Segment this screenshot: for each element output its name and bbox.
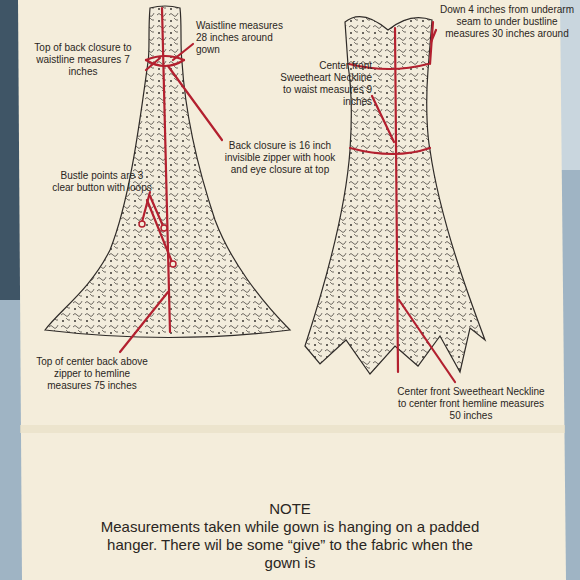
note-heading: NOTE bbox=[190, 500, 390, 518]
measurement-note: Top of back closure to waistline measure… bbox=[22, 42, 144, 78]
paper-fold bbox=[20, 425, 565, 433]
paper-sheet bbox=[18, 0, 566, 580]
dark-edge bbox=[0, 0, 20, 300]
measurement-note: Bustle points are 3 clear button with lo… bbox=[52, 170, 152, 194]
measurement-note: Center front Sweetheart Neckline to cent… bbox=[396, 386, 546, 422]
measurement-note: Top of center back above zipper to hemli… bbox=[36, 356, 148, 392]
measurement-note: Center front Sweetheart Neckline to wais… bbox=[272, 60, 372, 108]
bustle-buttons bbox=[139, 221, 176, 267]
measurement-note: Back closure is 16 inch invisible zipper… bbox=[215, 140, 345, 176]
measure-lines bbox=[120, 8, 455, 382]
measurement-note: Down 4 inches from underarm seam to unde… bbox=[440, 4, 574, 40]
note-text: Measurements taken while gown is hanging… bbox=[95, 518, 485, 572]
measurement-note: Waistline measures 28 inches around gown bbox=[196, 20, 296, 56]
